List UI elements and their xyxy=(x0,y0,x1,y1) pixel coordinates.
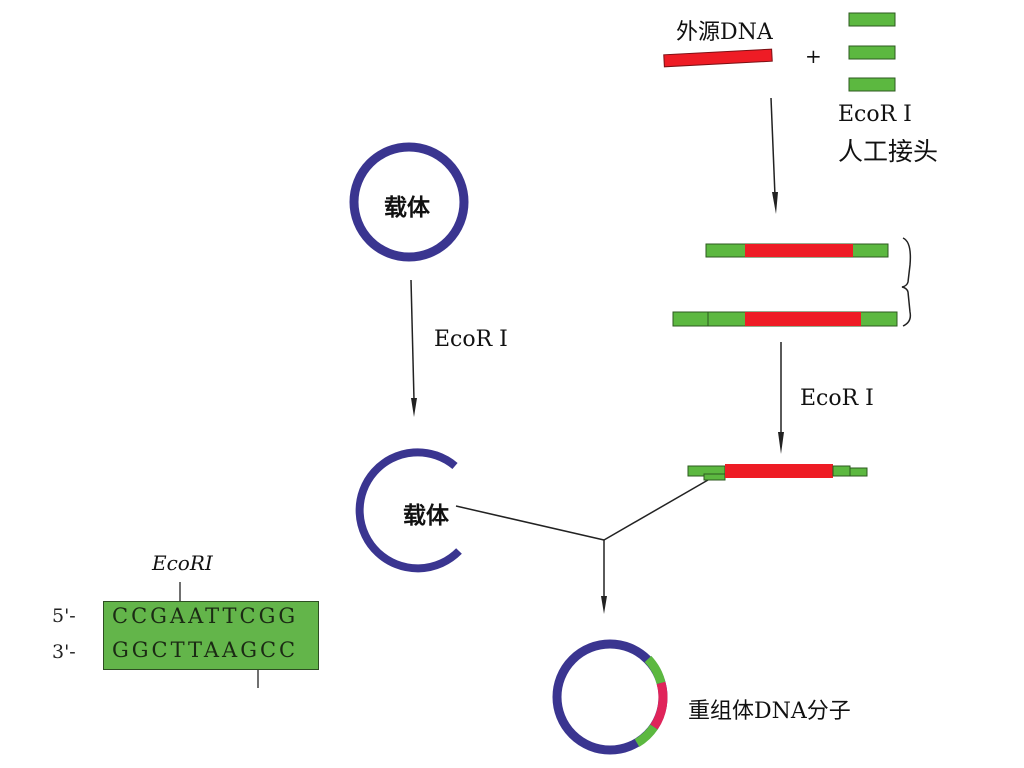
join-line-vector xyxy=(455,505,605,541)
cut-fragment xyxy=(687,464,868,481)
arrow-vector-cut xyxy=(410,279,417,417)
vector-plasmid xyxy=(349,142,469,262)
join-line-fragment xyxy=(603,479,709,541)
plus-sign: + xyxy=(805,44,822,68)
top-strand-sequence: CCGAATTCGG xyxy=(112,604,299,628)
linker-enzyme-label: EcoR Ⅰ xyxy=(838,102,912,127)
enzyme-site-label: EcoRI xyxy=(152,551,213,575)
linker-piece-3 xyxy=(848,77,896,92)
linker-piece-1 xyxy=(848,12,896,27)
ligated-fragment-1 xyxy=(705,243,889,258)
arrow-ligation xyxy=(770,97,778,214)
recombinant-plasmid xyxy=(552,639,668,755)
vector-label-cut: 载体 xyxy=(403,502,449,529)
linker-name-label: 人工接头 xyxy=(838,137,939,166)
bottom-strand-sequence: GGCTTAAGCC xyxy=(112,638,299,662)
foreign-dna-bar xyxy=(663,48,773,68)
linker-piece-2 xyxy=(848,45,896,60)
grouping-brace xyxy=(901,237,912,327)
vector-opened xyxy=(355,448,462,573)
strand-3-label: 3'- xyxy=(52,641,76,663)
sequence-box xyxy=(103,601,319,670)
recombinant-label: 重组体DNA分子 xyxy=(688,699,851,724)
arrow-to-recombinant xyxy=(601,540,607,614)
ligated-fragment-2 xyxy=(672,311,898,327)
vector-label-top: 载体 xyxy=(384,194,430,221)
arrow-fragment-cut xyxy=(778,342,784,454)
strand-5-label: 5'- xyxy=(52,605,76,627)
foreign-dna-label: 外源DNA xyxy=(676,20,773,45)
vector-enzyme-label: EcoR Ⅰ xyxy=(434,327,508,352)
fragment-enzyme-label: EcoR Ⅰ xyxy=(800,386,874,411)
